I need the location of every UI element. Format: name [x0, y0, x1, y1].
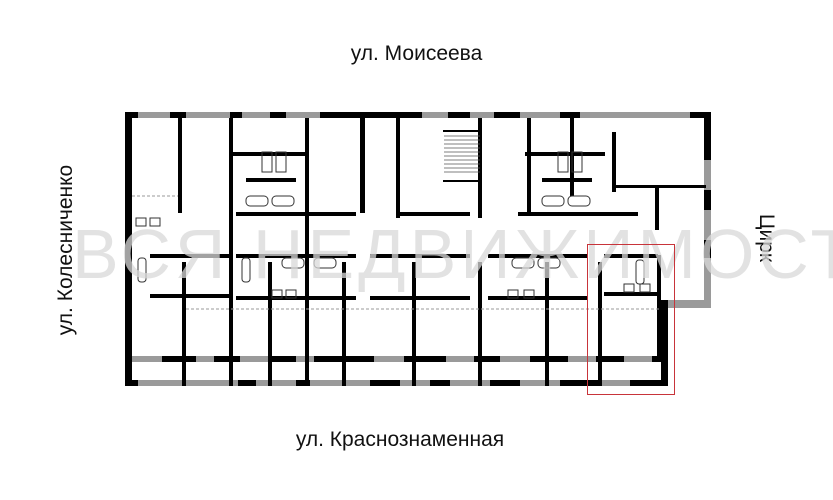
street-label-top: ул. Моисеева: [350, 42, 483, 65]
street-label-bottom: ул. Краснознаменная: [295, 428, 505, 451]
highlighted-apartment[interactable]: [587, 244, 675, 395]
